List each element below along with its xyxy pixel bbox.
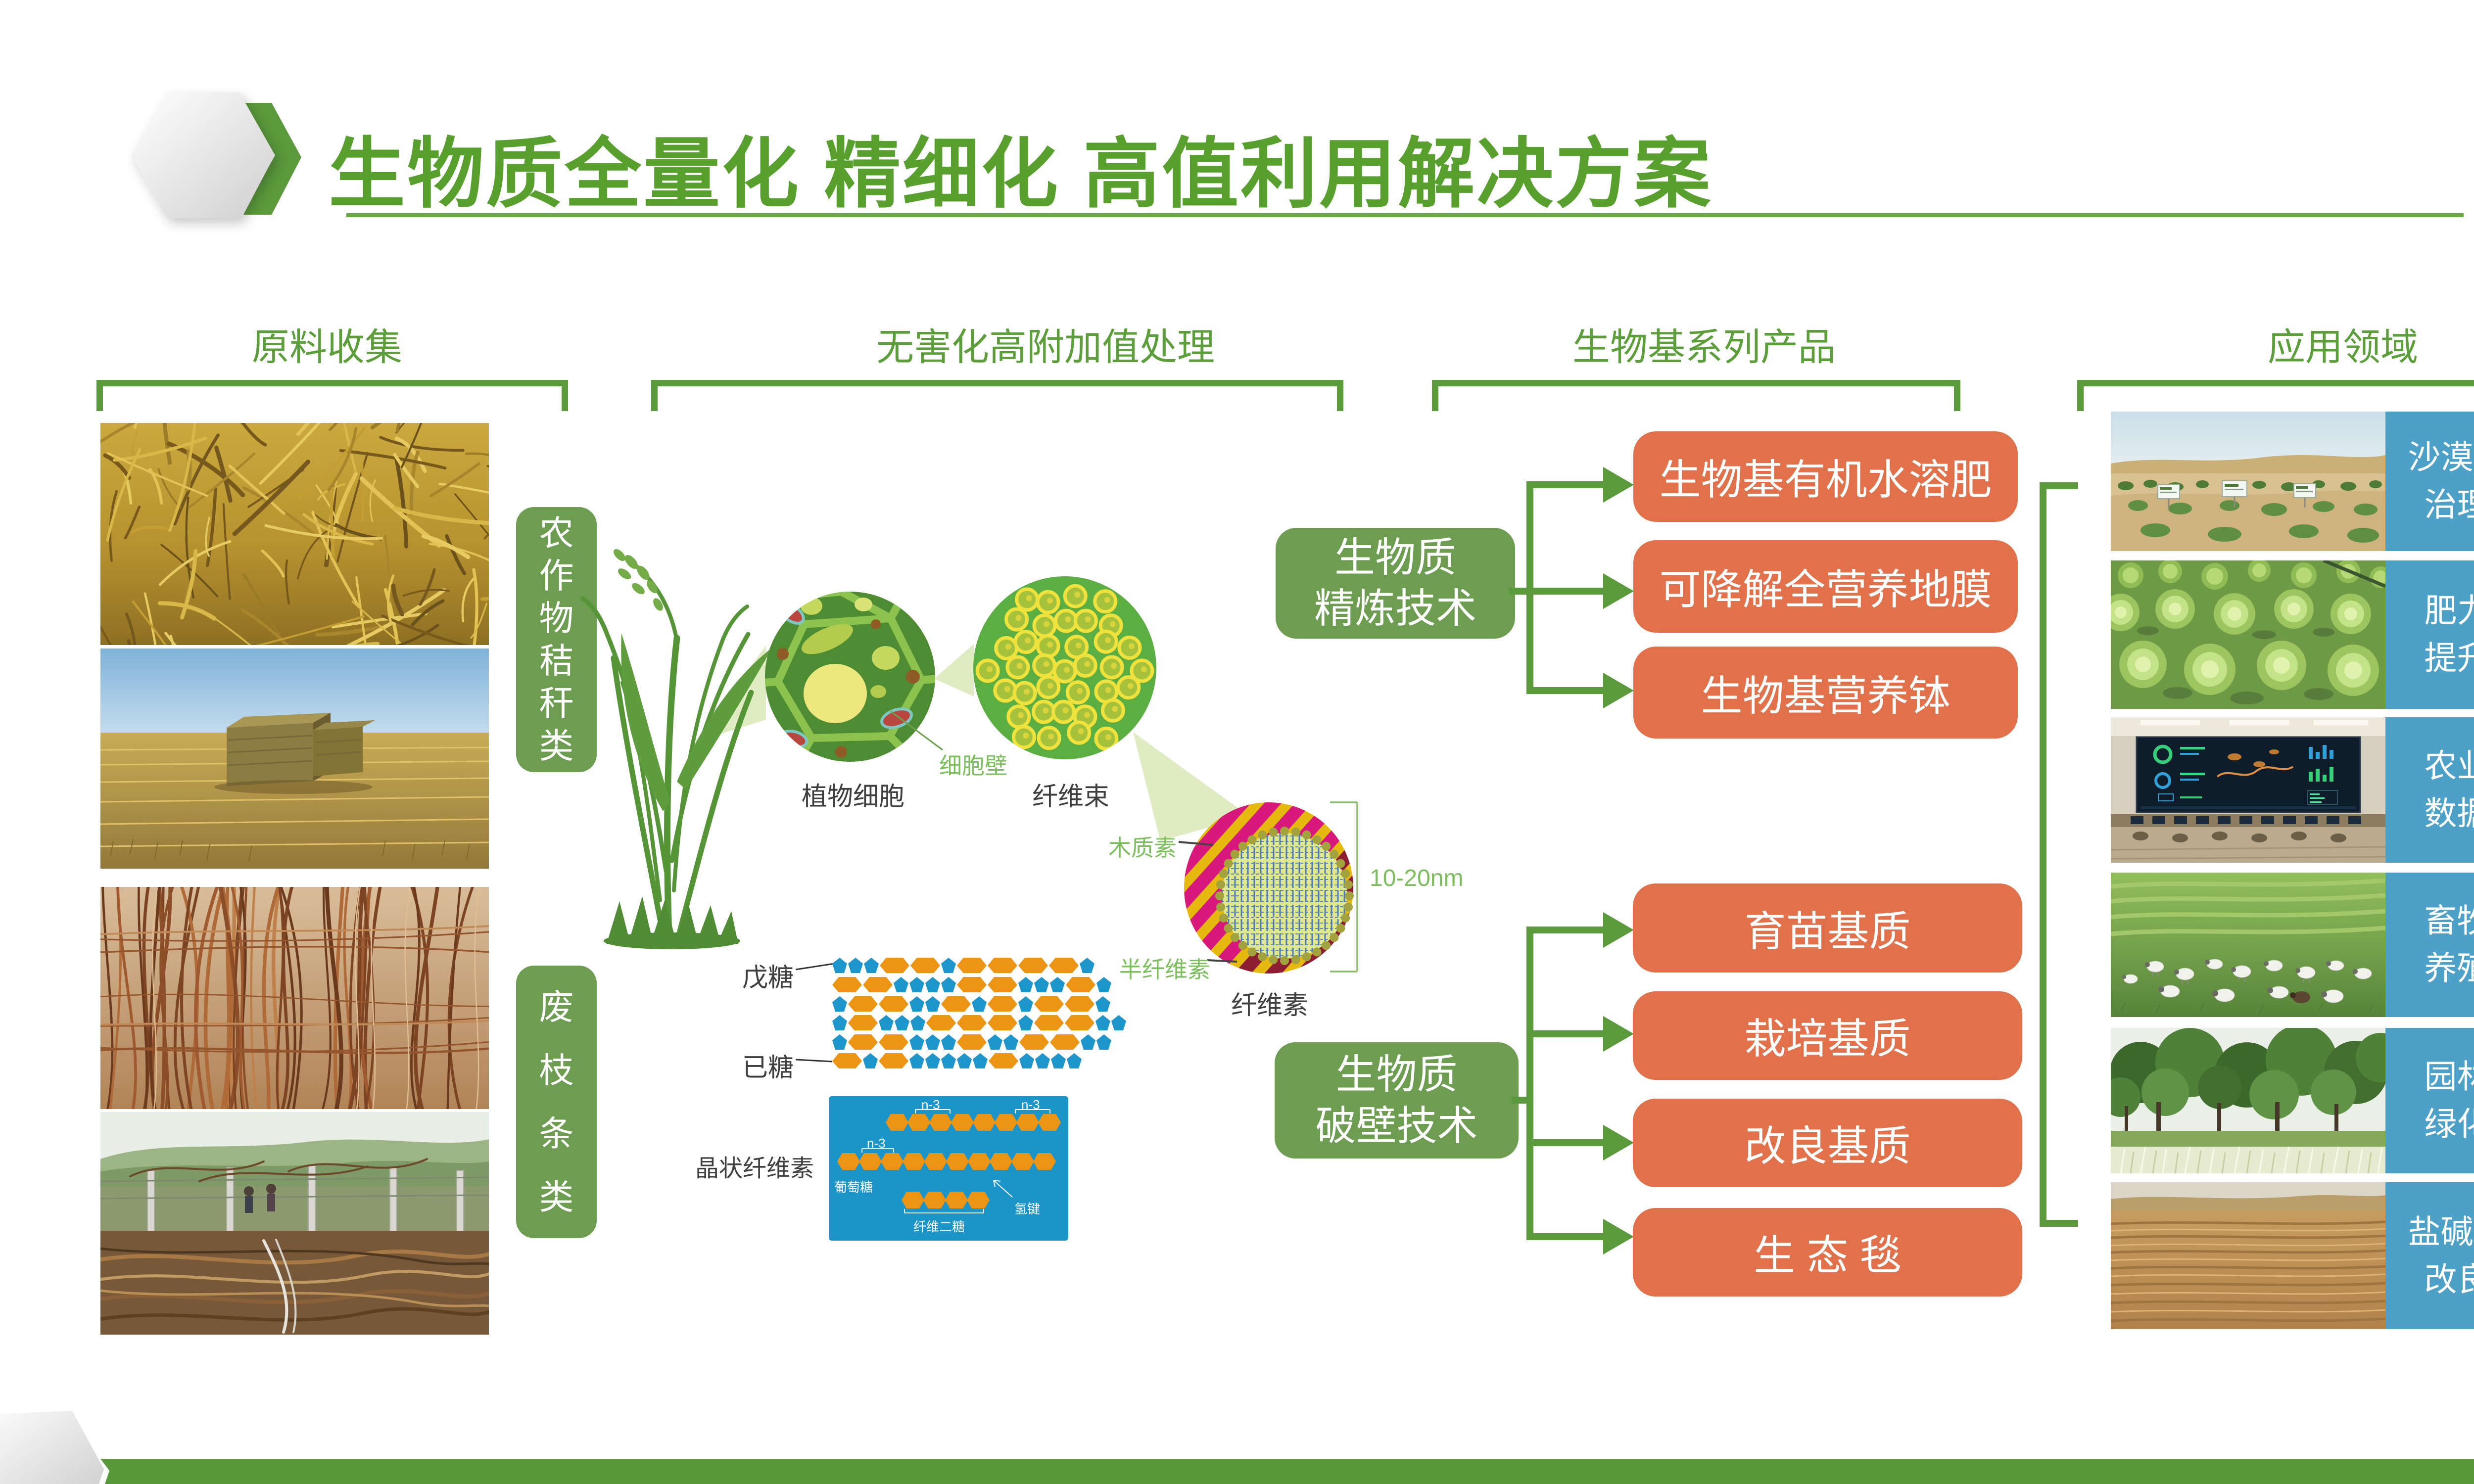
material-group-crop-straw: 农 作 物 秸 秆 类 xyxy=(516,507,597,772)
app-label-agricultural-data: 农业 数据 xyxy=(2385,717,2474,863)
label-glucose: 葡萄糖 xyxy=(834,1180,873,1195)
fiber-bundle-circle xyxy=(973,576,1156,759)
bracket-raw-materials xyxy=(96,380,568,411)
product-box-nutrient-bowl: 生物基营养钵 xyxy=(1633,647,2018,739)
plant-cell-circle xyxy=(765,592,935,762)
app-saline-line1: 盐碱地 xyxy=(2408,1213,2474,1250)
bottom-decoration xyxy=(0,1411,2474,1484)
app-label-desertification-control: 沙漠化 治理 xyxy=(2385,412,2474,551)
label-cellobiose: 纤维二糖 xyxy=(913,1219,965,1234)
label-cell-wall: 细胞壁 xyxy=(939,753,1007,779)
product-box-ecological-blanket: 生 态 毯 xyxy=(1633,1208,2022,1297)
photo-dry-branches xyxy=(100,887,489,1109)
connector-refining xyxy=(1509,467,1634,708)
product-box-water-soluble-fertilizer: 生物基有机水溶肥 xyxy=(1633,431,2018,522)
tech-box-refining: 生物质 精炼技术 xyxy=(1276,528,1515,639)
label-n3-top-left: n-3 xyxy=(921,1097,940,1112)
app-livestock-line2: 养殖 xyxy=(2424,950,2474,986)
column-header-raw-materials: 原料收集 xyxy=(252,326,402,369)
app-saline-line2: 改良 xyxy=(2424,1260,2474,1298)
plant-drawing xyxy=(580,549,773,949)
photo-garden-trees xyxy=(2111,1028,2385,1173)
app-label-landscaping: 园林 绿化 xyxy=(2385,1028,2474,1173)
app-livestock-line1: 畜牧 xyxy=(2424,902,2474,939)
product-box-degradable-mulch-film: 可降解全营养地膜 xyxy=(1633,540,2018,633)
tech-wall-breaking-line1: 生物质 xyxy=(1335,1052,1458,1098)
app-landscaping-line2: 绿化 xyxy=(2424,1106,2474,1142)
bracket-products xyxy=(1432,380,1960,411)
label-hemicellulose: 半纤维素 xyxy=(1119,957,1210,982)
process-illustration xyxy=(580,549,1358,1241)
app-desert-line2: 治理 xyxy=(2424,486,2474,523)
hexagon-icon xyxy=(131,93,301,218)
photo-agri-data-center xyxy=(2111,717,2385,863)
column-header-processing: 无害化高附加值处理 xyxy=(876,326,1215,369)
label-crystalline-cellulose: 晶状纤维素 xyxy=(695,1156,814,1182)
app-fertility-line2: 提升 xyxy=(2424,640,2474,676)
photo-lettuce-field xyxy=(2111,560,2385,709)
product-box-improvement-substrate: 改良基质 xyxy=(1633,1099,2022,1187)
app-label-saline-soil-improvement: 盐碱地 改良 xyxy=(2385,1182,2474,1329)
label-size-10-20nm: 10-20nm xyxy=(1370,865,1464,891)
app-label-fertility-improvement: 肥力 提升 xyxy=(2385,560,2474,709)
app-landscaping-line1: 园林 xyxy=(2424,1058,2474,1095)
photo-sheep-grazing xyxy=(2111,873,2385,1017)
bracket-processing xyxy=(651,380,1343,411)
label-cellulose: 纤维素 xyxy=(1231,991,1308,1020)
product-box-cultivation-substrate: 栽培基质 xyxy=(1633,991,2022,1080)
label-pentose: 戊糖 xyxy=(742,964,794,992)
column-header-products: 生物基系列产品 xyxy=(1572,326,1836,369)
tech-refining-line1: 生物质 xyxy=(1334,535,1456,580)
photo-pruned-branch-pile xyxy=(100,1112,489,1335)
column-header-applications: 应用领域 xyxy=(2268,326,2418,369)
label-hydrogen-bond: 氢键 xyxy=(1014,1202,1041,1216)
label-hexose: 已糖 xyxy=(742,1054,794,1082)
crystalline-cellulose-box xyxy=(829,1096,1068,1241)
app-data-line1: 农业 xyxy=(2424,747,2474,785)
app-desert-line1: 沙漠化 xyxy=(2408,439,2474,476)
page-title: 生物质全量化 精细化 高值利用解决方案 xyxy=(329,131,1713,217)
label-n3-top-right: n-3 xyxy=(1021,1097,1040,1112)
product-box-seedling-substrate: 育苗基质 xyxy=(1633,883,2022,973)
tech-wall-breaking-line2: 破壁技术 xyxy=(1315,1103,1478,1149)
photo-desert-control-site xyxy=(2111,412,2385,551)
bracket-applications xyxy=(2077,380,2474,411)
label-fiber-bundle: 纤维束 xyxy=(1032,783,1109,811)
label-lignin: 木质素 xyxy=(1108,835,1177,861)
connector-wall-breaking xyxy=(1512,912,1634,1254)
app-data-line2: 数据 xyxy=(2424,795,2474,832)
title-underline xyxy=(346,213,2464,217)
tech-refining-line2: 精炼技术 xyxy=(1314,586,1476,631)
photo-corn-straw-field xyxy=(100,423,489,645)
label-n3-mid: n-3 xyxy=(867,1136,886,1151)
material-group-waste-branches: 废 枝 条 类 xyxy=(516,966,597,1238)
app-label-livestock-breeding: 畜牧 养殖 xyxy=(2385,873,2474,1017)
label-plant-cell: 植物细胞 xyxy=(801,783,904,811)
applications-bracket xyxy=(2040,482,2078,1227)
tech-box-wall-breaking: 生物质 破壁技术 xyxy=(1275,1042,1519,1159)
photo-saline-soil-field xyxy=(2111,1182,2385,1329)
app-fertility-line1: 肥力 xyxy=(2424,592,2474,629)
photo-straw-bales-field xyxy=(100,649,489,869)
